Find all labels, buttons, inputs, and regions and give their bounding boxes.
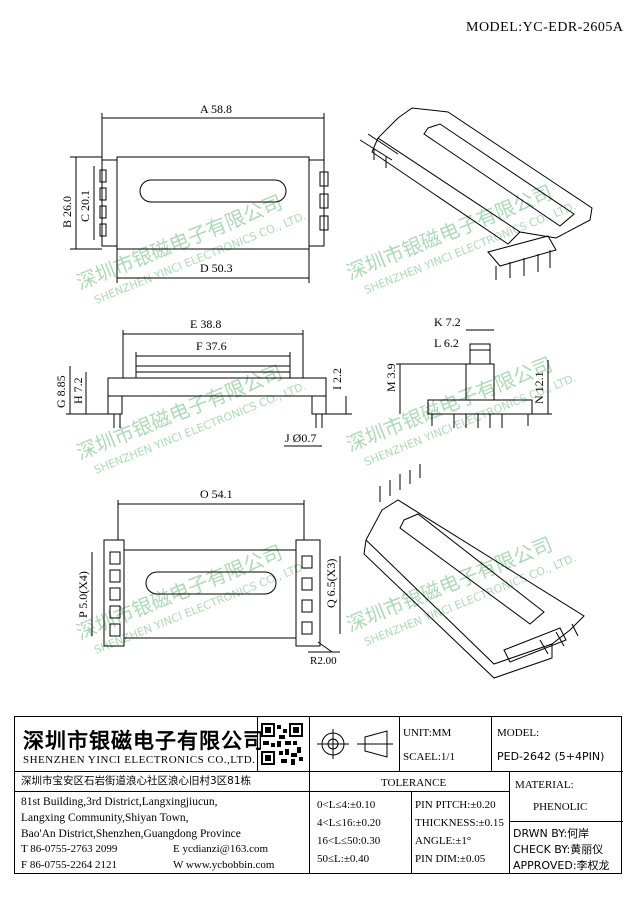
drawn-by: DRWN BY:何岸 — [513, 827, 590, 840]
tolerance-row: 0<L≤4:±0.10 — [317, 799, 376, 811]
approved-by: APPROVED:李权龙 — [513, 859, 610, 872]
dim-m-label: M 3.9 — [384, 363, 398, 392]
dim-a-label: A 58.8 — [200, 102, 232, 116]
tolerance-row: 4<L≤16:±0.20 — [317, 817, 381, 829]
bottom-view — [91, 500, 341, 653]
model-label: MODEL: — [497, 727, 540, 739]
dim-i-label: I 2.2 — [330, 368, 344, 390]
dim-o-label: O 54.1 — [200, 487, 233, 501]
dim-f-label: F 37.6 — [196, 339, 227, 353]
material-value: PHENOLIC — [533, 801, 588, 813]
dim-d-label: D 50.3 — [200, 261, 233, 275]
top-view — [70, 113, 329, 283]
tolerance-row: ANGLE:±1° — [415, 835, 472, 847]
dim-n-label: N 12.1 — [532, 371, 546, 404]
tolerance-row: PIN DIM:±0.05 — [415, 853, 486, 865]
dim-q-label: Q 6.5(X3) — [324, 559, 338, 608]
dim-r-label: R2.00 — [310, 655, 337, 667]
dim-h-label: H 7.2 — [71, 377, 85, 404]
email: E ycdianzi@163.com — [173, 843, 269, 855]
address-line: Bao'An District,Shenzhen,Guangdong Provi… — [21, 828, 241, 840]
company-name-en: SHENZHEN YINCI ELECTRONICS CO.,LTD. — [23, 754, 256, 766]
dim-j-label: J Ø0.7 — [285, 431, 316, 445]
website: W www.ycbobbin.com — [173, 859, 275, 871]
dim-e-label: E 38.8 — [190, 317, 221, 331]
qr-code — [261, 723, 303, 765]
tolerance-row: 50≤L:±0.40 — [317, 853, 370, 865]
dim-g-label: G 8.85 — [54, 375, 68, 408]
dim-c-label: C 20.1 — [78, 190, 92, 222]
front-view — [66, 330, 352, 447]
dim-p-label: P 5.0(X4) — [76, 571, 90, 618]
address-block: 深圳市宝安区石岩街道浪心社区浪心旧村3区81栋 — [21, 773, 251, 789]
dim-b-label: B 26.0 — [60, 196, 74, 228]
phone: T 86-0755-2763 2099 — [21, 843, 118, 855]
tolerance-row: PIN PITCH:±0.20 — [415, 799, 496, 811]
tolerance-row: THICKNESS:±0.15 — [415, 817, 504, 829]
iso-view-bottom — [363, 464, 585, 679]
unit-label: UNIT:MM — [403, 727, 452, 739]
model-header: MODEL:YC-EDR-2605A — [466, 20, 624, 35]
check-by: CHECK BY:黄丽仪 — [513, 843, 604, 856]
model-value: PED-2642 (5+4PIN) — [497, 750, 605, 763]
address-line: Langxing Community,Shiyan Town, — [21, 812, 189, 824]
dim-k-label: K 7.2 — [434, 315, 461, 329]
address-line: 深圳市宝安区石岩街道浪心社区浪心旧村3区81栋 — [21, 775, 252, 787]
technical-drawing: 深圳市银磁电子有限公司 SHENZHEN YINCI ELECTRONICS C… — [54, 102, 593, 679]
company-name-cn: 深圳市银磁电子有限公司 — [23, 729, 265, 753]
address-line: 81st Building,3rd District,Langxingjiucu… — [21, 796, 218, 808]
dim-l-label: L 6.2 — [434, 336, 459, 350]
scale-label: SCAEL:1/1 — [403, 751, 455, 763]
address-block-en: 81st Building,3rd District,Langxingjiucu… — [21, 794, 241, 842]
fax: F 86-0755-2264 2121 — [21, 859, 117, 871]
tolerance-row: 16<L≤50:0.30 — [317, 835, 381, 847]
projection-symbol-icon — [313, 723, 397, 765]
material-label: MATERIAL: — [515, 779, 574, 791]
title-block: 深圳市银磁电子有限公司 SHENZHEN YINCI ELECTRONICS C… — [14, 716, 623, 874]
side-view — [396, 329, 552, 428]
tolerance-title: TOLERANCE — [381, 777, 447, 789]
iso-view-top — [359, 107, 593, 280]
